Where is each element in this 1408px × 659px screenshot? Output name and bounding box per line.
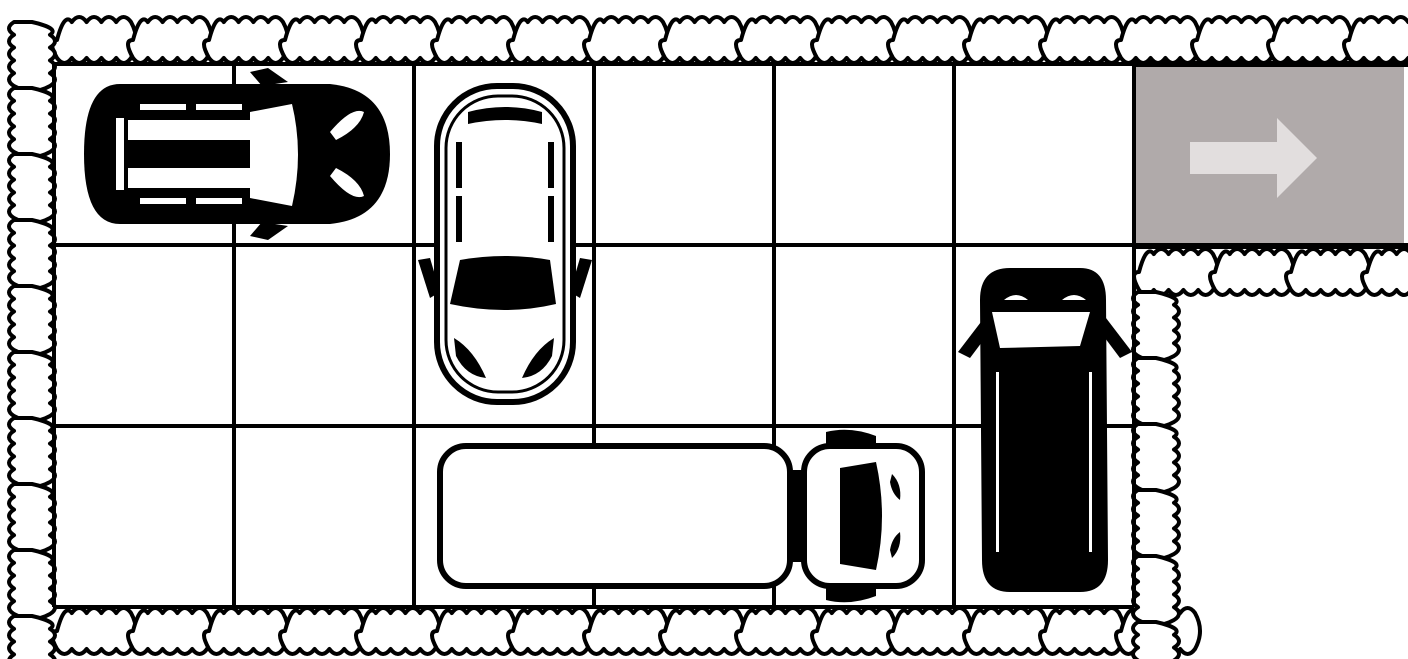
hedge-bush — [1040, 17, 1124, 63]
sedan-rear-window — [116, 118, 124, 190]
hedge-bush — [508, 608, 592, 654]
hedge-bush — [1210, 249, 1294, 295]
hedge-bush — [432, 608, 516, 654]
hatch-windshield — [450, 256, 556, 310]
hedge-bush — [660, 608, 744, 654]
hedge-bush — [584, 608, 668, 654]
sedan-windshield — [250, 104, 298, 206]
hedge-bush — [660, 17, 744, 63]
hedge-bush — [736, 608, 820, 654]
hedge-bush — [9, 352, 55, 421]
hedge-bush — [9, 550, 55, 619]
hedge-bush — [432, 17, 516, 63]
hedge-bush — [736, 17, 820, 63]
hedge-bush — [356, 17, 440, 63]
van-black[interactable] — [958, 268, 1132, 592]
hedge-bush — [1133, 292, 1179, 361]
hedge-bush — [1268, 17, 1352, 63]
hedge-bush — [1116, 17, 1200, 63]
hedge-bush — [128, 17, 212, 63]
hedge-bush — [1133, 490, 1179, 559]
hedge-bush — [280, 17, 364, 63]
van-side-line-left — [996, 372, 999, 552]
hedge-bush — [1133, 556, 1179, 625]
hedge-bush — [812, 17, 896, 63]
hedge-bush — [280, 608, 364, 654]
sedan-rack-2 — [196, 104, 242, 110]
hedge-bush — [1133, 424, 1179, 493]
hatch-side-window-1 — [456, 142, 462, 188]
hedge-bush — [9, 22, 55, 91]
van-windshield — [992, 312, 1090, 348]
sedan-rack-4 — [196, 198, 242, 204]
truck-windshield — [840, 462, 882, 570]
hedge-bush — [52, 608, 136, 654]
sedan-roof-stripe-2 — [128, 168, 250, 188]
hedge-bush — [1286, 249, 1370, 295]
hedge-bush — [52, 17, 136, 63]
hedge-bush — [1134, 249, 1218, 295]
hedge-bush — [584, 17, 668, 63]
hedge-bush — [9, 616, 55, 659]
hedge-bush — [1133, 358, 1179, 427]
hedge-bush — [204, 17, 288, 63]
hedge-bush — [1192, 17, 1276, 63]
hedge-bush — [128, 608, 212, 654]
hedge-bush — [1133, 622, 1179, 659]
hedge-bush — [9, 418, 55, 487]
hedge-bush — [9, 286, 55, 355]
truck-white[interactable] — [440, 430, 922, 603]
car-black-sedan[interactable] — [84, 68, 390, 240]
hedge-bush — [812, 608, 896, 654]
hedge-bush — [9, 220, 55, 289]
hedge-bush — [204, 608, 288, 654]
sedan-rack-3 — [140, 198, 186, 204]
hedge-bush — [508, 17, 592, 63]
hedge-bush — [964, 17, 1048, 63]
van-side-line-right — [1089, 372, 1092, 552]
truck-hitch — [792, 470, 802, 562]
hedge-bush — [9, 154, 55, 223]
hedge-bush — [1040, 608, 1124, 654]
sedan-roof-stripe-1 — [128, 120, 250, 140]
hedge-bush — [964, 608, 1048, 654]
hedge-bush — [9, 88, 55, 157]
hedge-bush — [888, 608, 972, 654]
hatch-side-window-3 — [548, 142, 554, 188]
hedge-bush — [888, 17, 972, 63]
hedge-bush — [1344, 17, 1408, 63]
car-white-hatchback[interactable] — [418, 86, 592, 402]
hedge-bush — [9, 484, 55, 553]
hatch-side-window-4 — [548, 196, 554, 242]
hatch-side-window-2 — [456, 196, 462, 242]
truck-cargo — [440, 446, 790, 586]
hedge-bush — [356, 608, 440, 654]
sedan-rack-1 — [140, 104, 186, 110]
exit-lane[interactable] — [1134, 64, 1408, 246]
